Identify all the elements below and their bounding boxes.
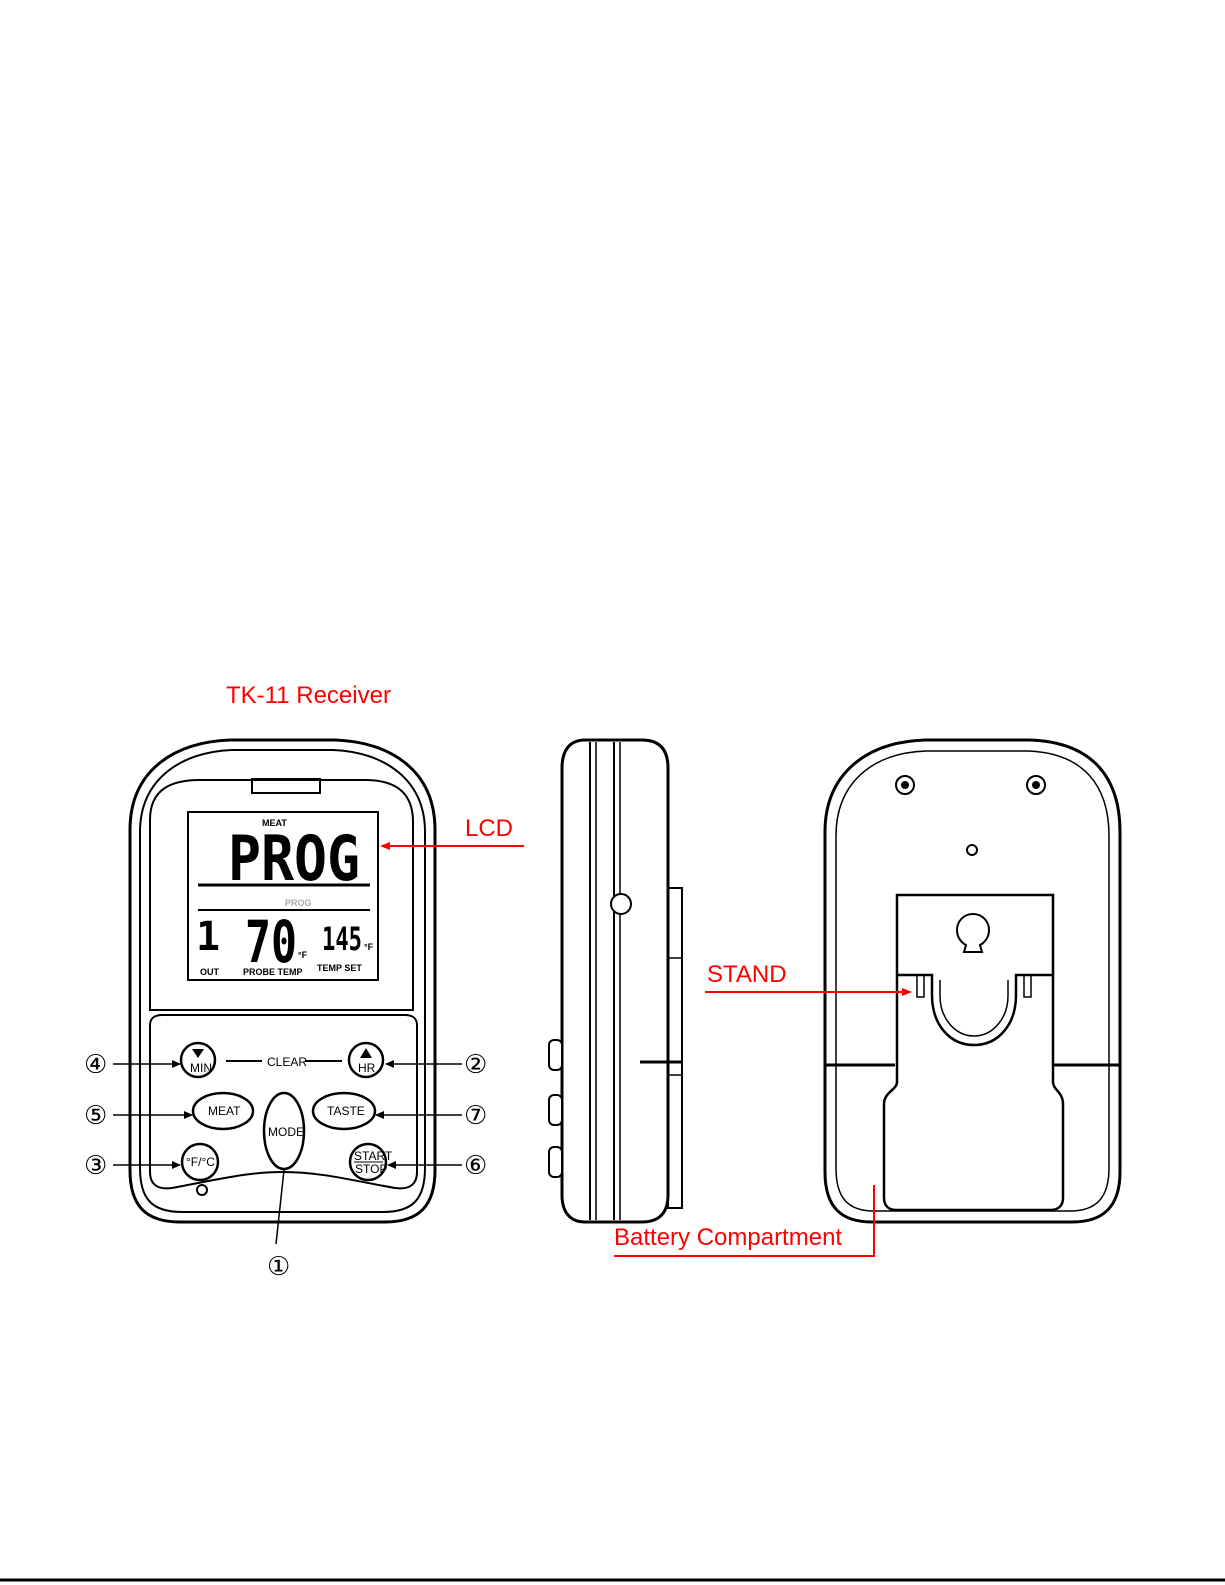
back-body-inner [836,751,1109,1211]
back-body-outer [825,740,1120,1222]
screw-right-center [1032,781,1040,789]
min-button[interactable]: MIN [181,1043,215,1077]
lcd-callout-arrow [380,842,390,850]
lcd-unit-f-2: °F [364,942,374,952]
unit-indicator-dot [197,1185,207,1195]
lcd-prog-label: PROG [285,898,312,908]
back-callouts: STAND Battery Compartment [614,961,912,1256]
meat-button[interactable]: MEAT [193,1093,253,1129]
callout-number-taste: ⑦ [464,1101,487,1131]
lcd-unit-f-1: °F [298,950,308,960]
lcd-left-digit: 1 [196,914,220,960]
callout-number-mode: ① [267,1252,290,1282]
start-label: START [354,1149,393,1163]
side-port-icon [611,894,631,914]
stand-callout-label: STAND [707,961,787,988]
back-hole-icon [967,845,977,855]
stop-label: STOP [355,1162,387,1176]
lcd-probe-temp: 70 [245,908,297,976]
side-button-3 [549,1147,562,1177]
unit-button-label: °F/°C [186,1155,215,1169]
taste-button-label: TASTE [327,1104,365,1118]
back-view [825,740,1120,1222]
lcd-probe-temp-label: PROBE TEMP [243,967,303,977]
diagram-title: TK-11 Receiver [226,682,391,709]
hinge-tab-right [1024,975,1031,997]
lcd-temp-set: 145 [322,920,362,958]
callout-arrow-min [172,1060,181,1068]
callout-number-unit: ③ [84,1151,107,1181]
stand-callout-arrow [902,988,912,996]
callout-number-hr: ② [464,1050,487,1080]
hinge-tab-left [917,975,924,997]
lcd-main-text: PROG [228,822,360,895]
min-button-label: MIN [190,1061,212,1075]
front-view: MEAT PROG PROG 1 70 °F 145 °F OUT PROBE … [130,740,435,1222]
mode-button-label: MODE [268,1125,304,1139]
callout-arrow-meat [184,1111,193,1119]
callout-number-meat: ⑤ [84,1101,107,1131]
side-view [549,740,682,1222]
callout-number-min: ④ [84,1050,107,1080]
battery-callout-label: Battery Compartment [614,1224,842,1251]
callout-arrow-taste [375,1111,384,1119]
keyhole-icon [957,914,989,952]
mode-button[interactable]: MODE [264,1093,304,1169]
stand-hinge [897,975,1053,1045]
callout-arrow-unit [172,1161,181,1169]
hr-button[interactable]: HR [349,1043,383,1077]
side-button-1 [549,1040,562,1070]
callout-arrow-hr [385,1060,394,1068]
start-stop-button[interactable]: START STOP [350,1144,393,1180]
stand-hinge-inner [940,980,1008,1036]
front-sensor-slot [252,779,320,793]
screw-left-center [901,781,909,789]
clear-label: CLEAR [267,1055,307,1069]
lcd-temp-set-label: TEMP SET [317,963,362,973]
lcd-out-label: OUT [200,967,220,977]
callout-line-mode [276,1170,284,1244]
meat-button-label: MEAT [208,1104,241,1118]
taste-button[interactable]: TASTE [313,1093,375,1129]
callout-number-start-stop: ⑥ [464,1151,487,1181]
side-button-2 [549,1095,562,1125]
unit-button[interactable]: °F/°C [182,1144,218,1180]
lcd-callout-label: LCD [465,815,513,842]
side-stand-profile [668,888,682,1208]
hr-button-label: HR [358,1061,376,1075]
